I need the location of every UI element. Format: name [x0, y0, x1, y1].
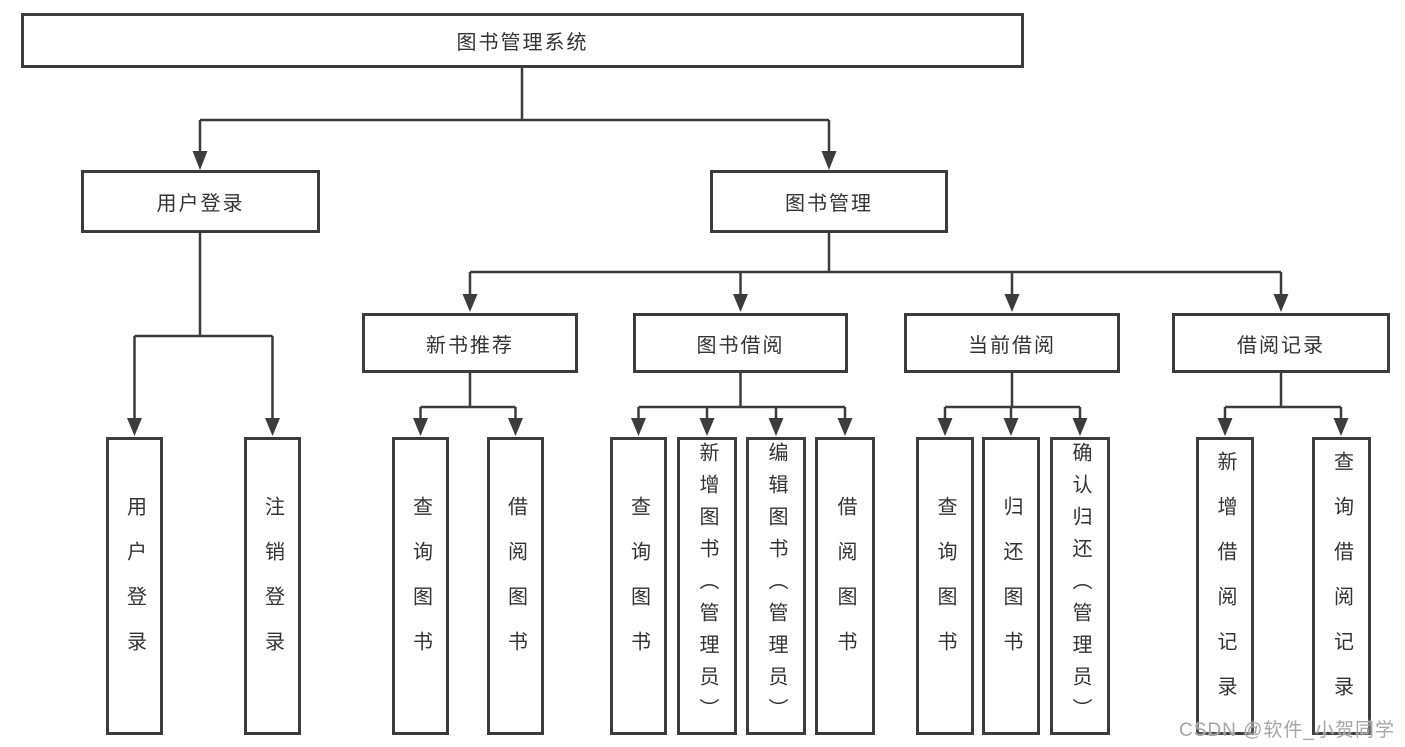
leaf-user-login: 用户登录 — [106, 437, 163, 735]
leaf-edit-books-admin: 编辑图书（管理员） — [746, 437, 806, 735]
leaf-label: 查询图书 — [627, 496, 650, 676]
node-book-management: 图书管理 — [710, 170, 948, 233]
node-label: 用户登录 — [156, 193, 245, 215]
leaf-label: 查询借阅记录 — [1330, 451, 1353, 721]
node-label: 图书管理 — [785, 193, 873, 215]
node-label: 借阅记录 — [1237, 334, 1325, 357]
leaf-add-borrow-record: 新增借阅记录 — [1196, 437, 1254, 735]
node-borrow-record: 借阅记录 — [1172, 313, 1390, 373]
watermark-text: CSDN @软件_小贺同学 — [1179, 720, 1395, 741]
leaf-label: 确认归还（管理员） — [1069, 442, 1091, 730]
node-label: 新书推荐 — [426, 334, 514, 357]
leaf-label: 注销登录 — [261, 496, 284, 676]
leaf-logout: 注销登录 — [244, 437, 301, 735]
leaf-query-books: 查询图书 — [610, 437, 667, 735]
node-library-management-system: 图书管理系统 — [21, 13, 1024, 68]
leaf-add-books-admin: 新增图书（管理员） — [677, 437, 737, 735]
leaf-label: 用户登录 — [123, 496, 146, 676]
leaf-label: 编辑图书（管理员） — [765, 442, 787, 730]
leaf-label: 查询图书 — [409, 496, 432, 676]
node-current-borrow: 当前借阅 — [904, 313, 1120, 373]
node-label: 当前借阅 — [968, 334, 1056, 357]
leaf-return-books: 归还图书 — [982, 437, 1040, 735]
leaf-label: 归还图书 — [1000, 496, 1022, 676]
leaf-label: 借阅图书 — [504, 496, 527, 676]
leaf-query-books: 查询图书 — [916, 437, 974, 735]
leaf-label: 新增图书（管理员） — [696, 442, 718, 730]
node-label: 图书管理系统 — [456, 32, 589, 54]
leaf-label: 借阅图书 — [834, 496, 856, 676]
leaf-query-borrow-record: 查询借阅记录 — [1312, 437, 1371, 735]
node-new-book-recommend: 新书推荐 — [362, 313, 578, 373]
node-label: 图书借阅 — [696, 334, 785, 357]
leaf-label: 查询图书 — [934, 496, 956, 676]
leaf-query-books: 查询图书 — [392, 437, 449, 735]
node-book-borrow: 图书借阅 — [633, 313, 848, 373]
leaf-confirm-return-admin: 确认归还（管理员） — [1050, 437, 1110, 735]
leaf-borrow-books: 借阅图书 — [487, 437, 544, 735]
leaf-borrow-books: 借阅图书 — [815, 437, 875, 735]
node-user-login: 用户登录 — [81, 170, 320, 233]
leaf-label: 新增借阅记录 — [1214, 451, 1236, 721]
